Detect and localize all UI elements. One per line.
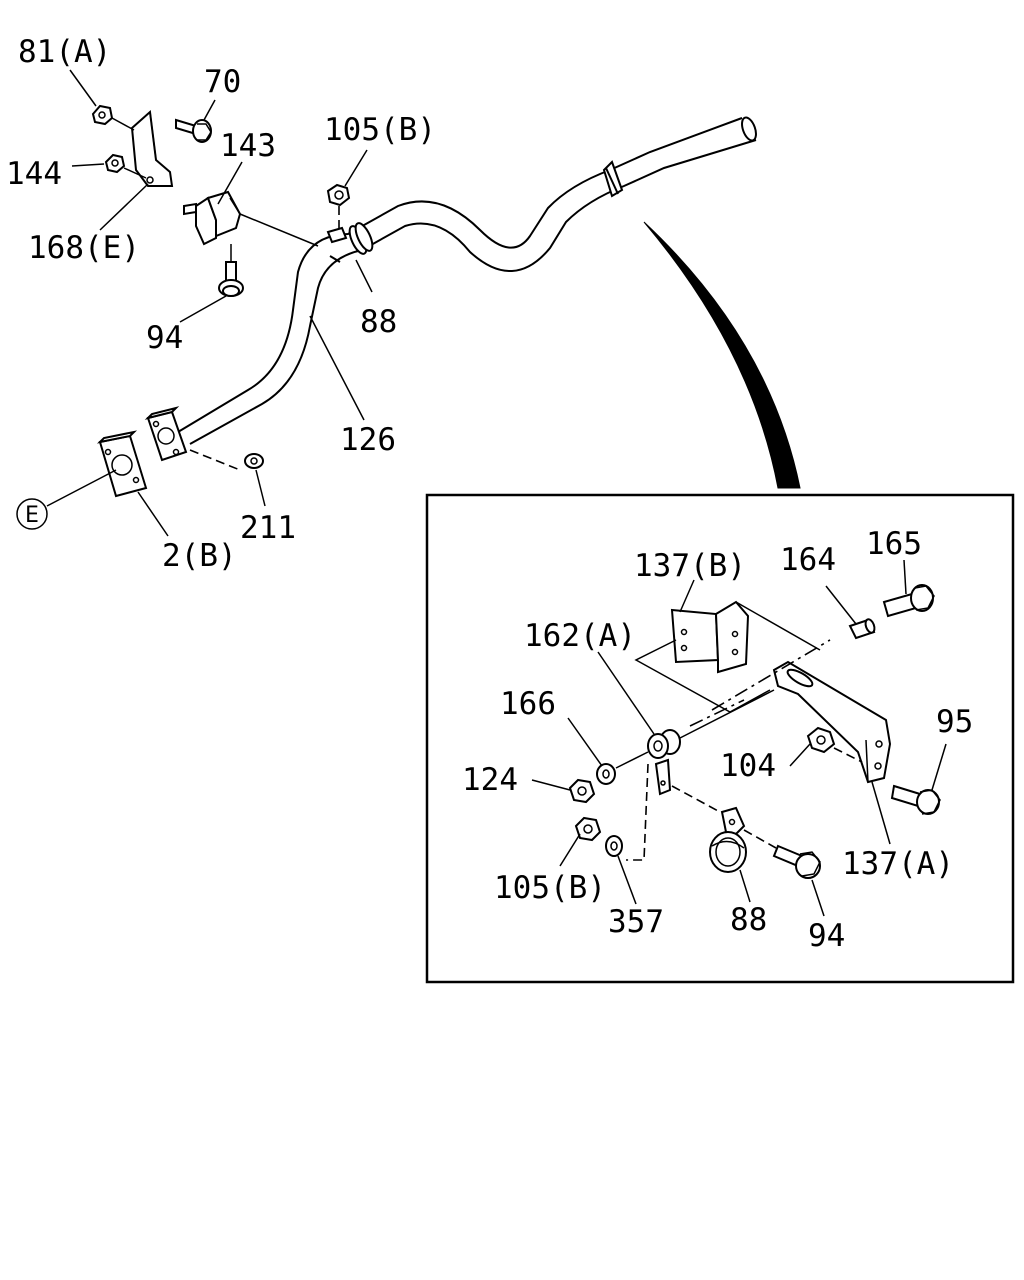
pin-164: [848, 618, 876, 640]
callout-164: 164: [780, 542, 836, 578]
callout-81a: 81(A): [18, 34, 111, 70]
callout-144: 144: [6, 156, 62, 192]
nut-144: [104, 153, 126, 174]
callout-94-top: 94: [146, 320, 183, 356]
callout-126: 126: [340, 422, 396, 458]
callout-105b-top: 105(B): [324, 112, 436, 148]
nut-124: [568, 778, 596, 804]
pipe-clamp-88: [326, 222, 374, 255]
callout-95: 95: [936, 704, 973, 740]
washer-166: [596, 751, 649, 785]
callout-166: 166: [500, 686, 556, 722]
bracket-137b: [634, 600, 821, 713]
callout-94-detail: 94: [808, 918, 845, 954]
callout-168e: 168(E): [28, 230, 140, 266]
nut-211: [244, 453, 264, 469]
detail-view-frame: [425, 493, 1015, 984]
pipe-clamp-upper: [602, 160, 624, 198]
callout-2b: 2(B): [162, 538, 237, 574]
exhaust-pipe-126: [177, 116, 757, 445]
bracket-137a: [772, 660, 892, 784]
callout-104: 104: [720, 748, 776, 784]
callout-165: 165: [866, 526, 922, 562]
washer-357: [605, 835, 623, 857]
callout-162a: 162(A): [524, 618, 636, 654]
nut-105b-top: [326, 183, 351, 228]
gasket-2b: [96, 430, 148, 498]
bolt-165: [882, 584, 935, 618]
bolt-94-detail: [772, 844, 821, 879]
callout-137a: 137(A): [842, 846, 954, 882]
callout-357: 357: [608, 904, 664, 940]
clamp-88-detail: [709, 806, 747, 873]
bushing-162a: [647, 689, 775, 796]
callout-70: 70: [204, 64, 241, 100]
callout-124: 124: [462, 762, 518, 798]
callout-137b: 137(B): [634, 548, 746, 584]
callout-88-detail: 88: [730, 902, 767, 938]
bolt-94-top: [218, 244, 244, 297]
bolt-95: [890, 784, 941, 815]
callout-211: 211: [240, 510, 296, 546]
nut-104: [806, 726, 863, 763]
bolt-70: [175, 118, 212, 143]
marker-e-text: E: [25, 503, 39, 528]
detail-assembly-lines: [626, 639, 831, 861]
callout-105b-detail: 105(B): [494, 870, 606, 906]
detail-pointer-wedge: [643, 221, 801, 489]
callout-88-top: 88: [360, 304, 397, 340]
callout-143: 143: [220, 128, 276, 164]
nut-105b-detail: [574, 816, 602, 842]
leader-lines-main: [69, 69, 373, 537]
nut-81a: [91, 104, 114, 126]
hanger-bracket-168e: [130, 109, 174, 187]
connection-marker-e: E: [16, 469, 117, 530]
leader-lines-detail: [531, 559, 947, 917]
rubber-mount-143: [183, 190, 319, 247]
flange-pipe-end: [144, 406, 188, 462]
